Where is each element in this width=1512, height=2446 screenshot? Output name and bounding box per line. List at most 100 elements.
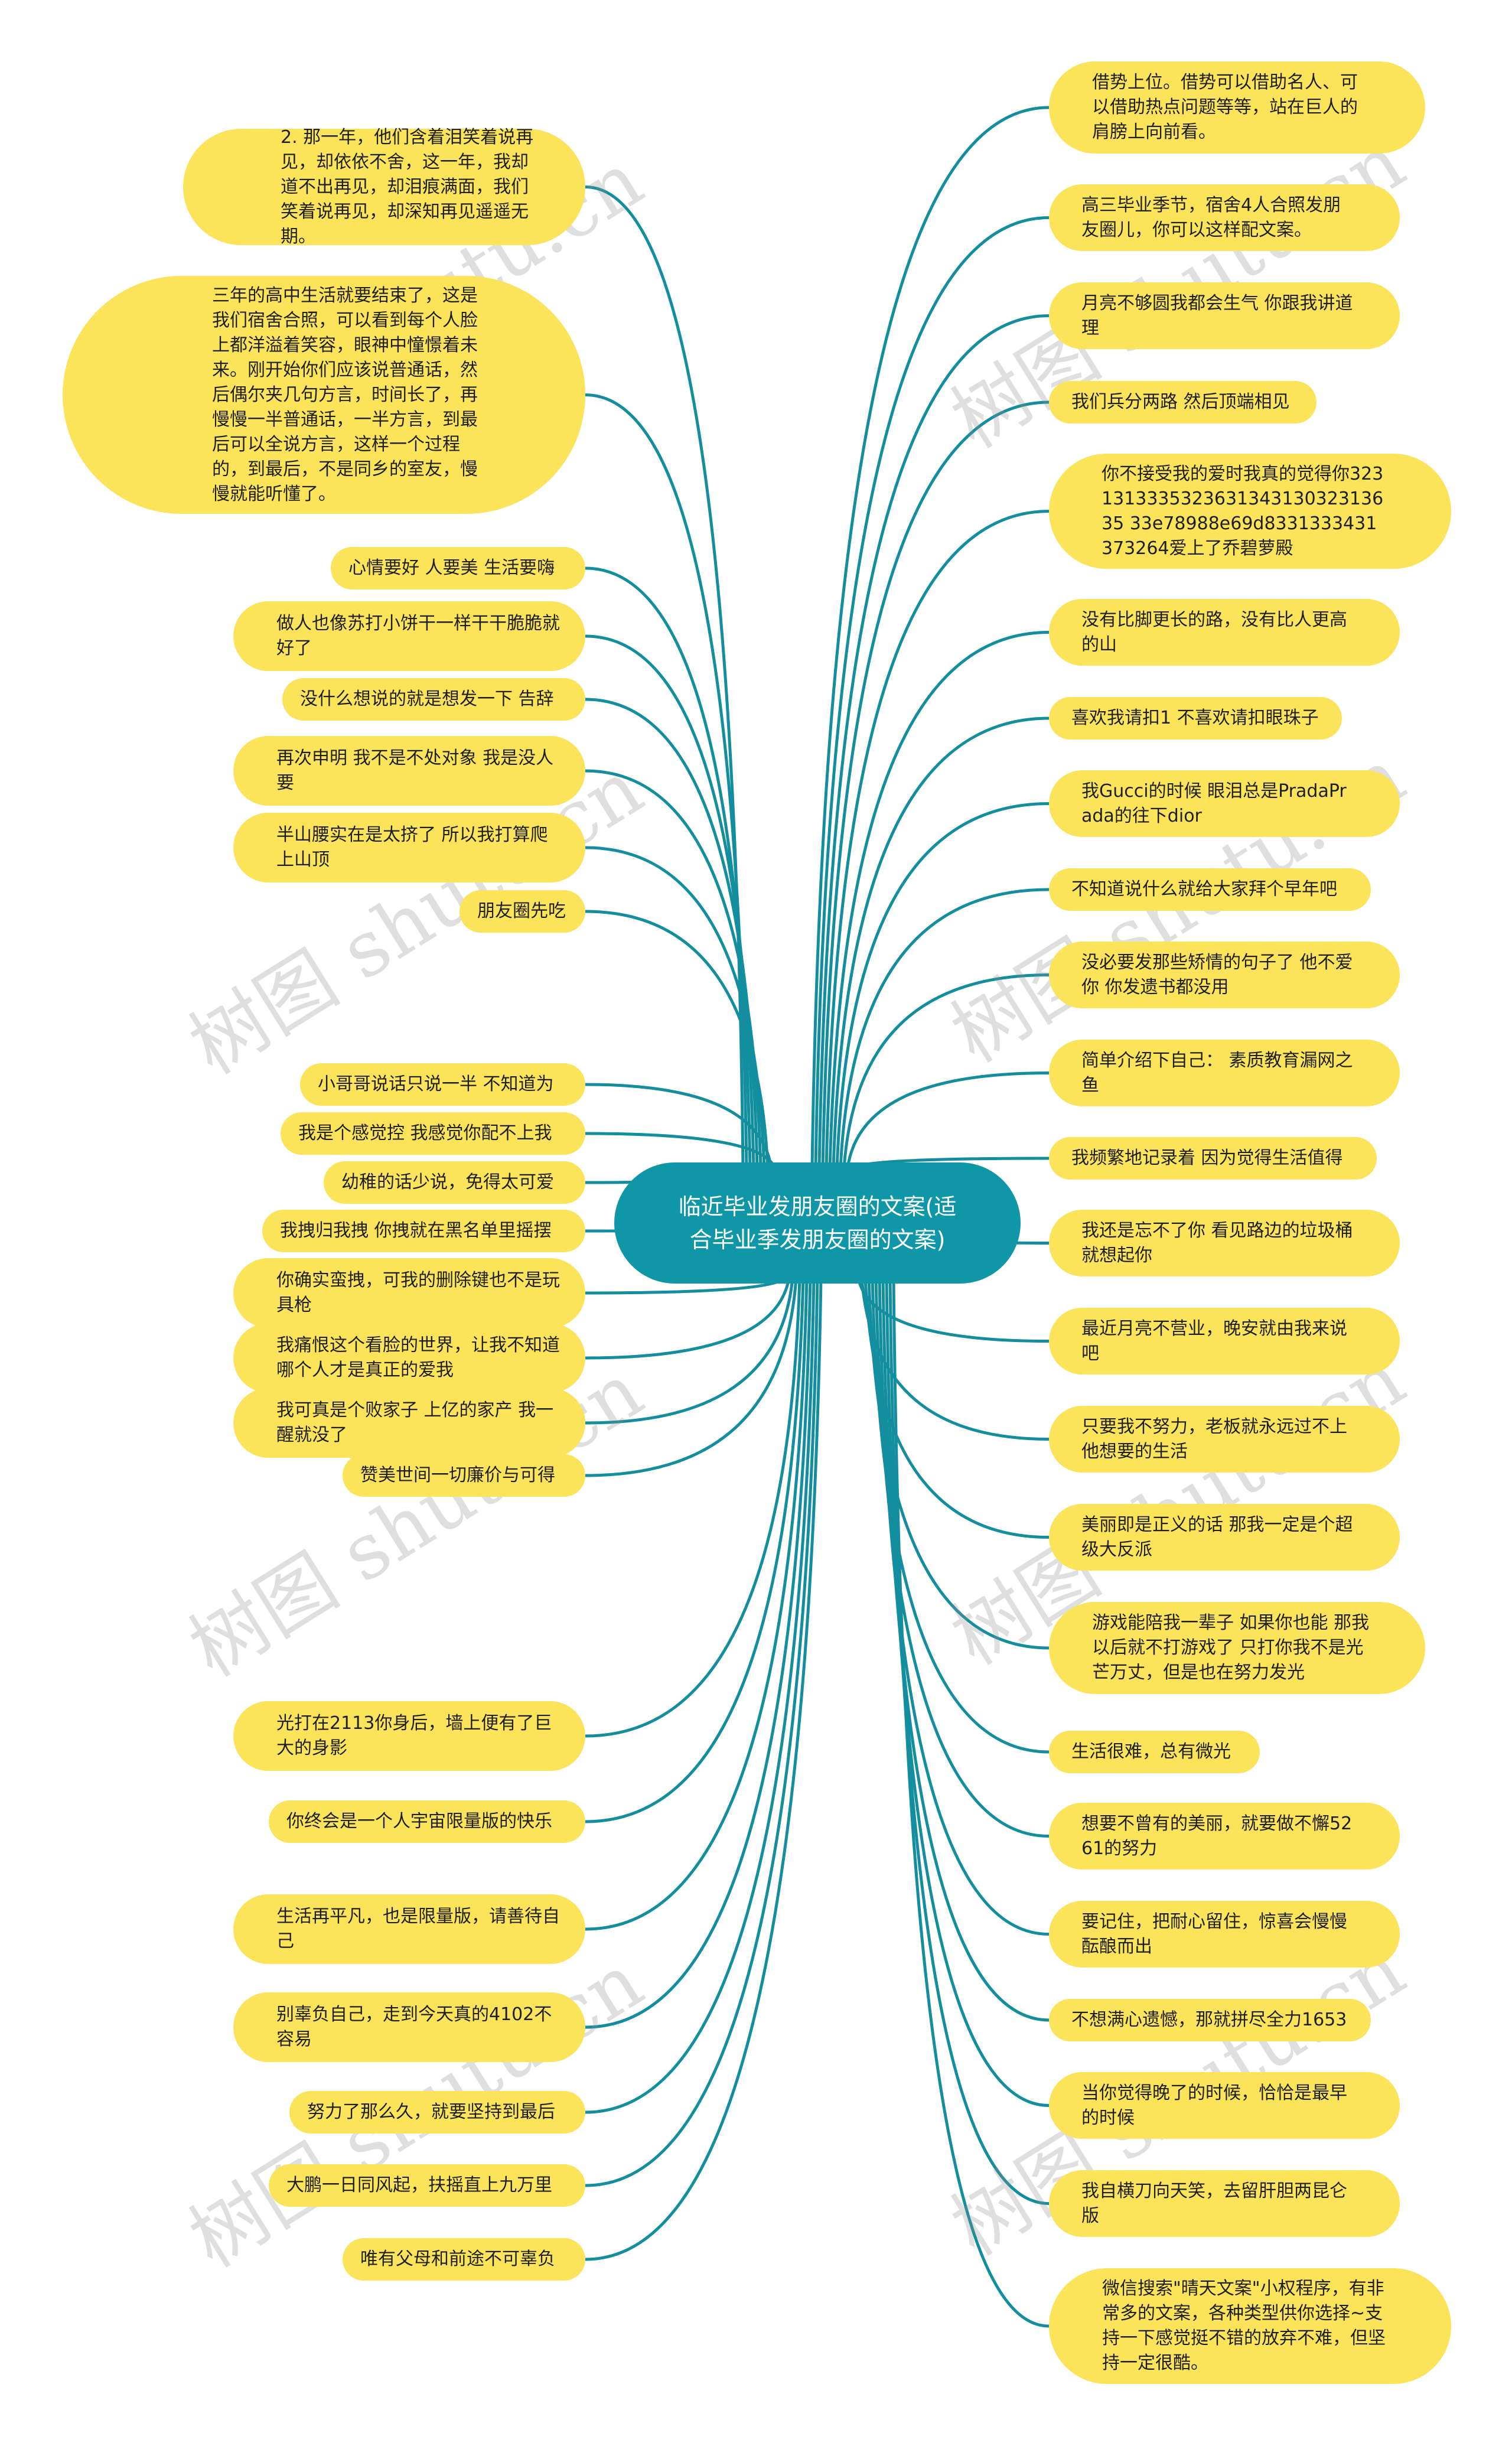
topic-text: 我可真是个败家子 上亿的家产 我一醒就没了: [276, 1400, 554, 1445]
right-topic-node[interactable]: 不知道说什么就给大家拜个早年吧: [1049, 868, 1371, 911]
topic-text: 生活很难，总有微光: [1071, 1741, 1231, 1762]
topic-text: 要记住，把耐心留住，惊喜会慢慢酝酿而出: [1081, 1911, 1347, 1957]
right-topic-node[interactable]: 不想满心遗憾，那就拼尽全力1653: [1049, 1999, 1371, 2041]
topic-text: 月亮不够圆我都会生气 你跟我讲道理: [1081, 292, 1353, 338]
right-topic-node[interactable]: 微信搜索"晴天文案"小权程序，有非常多的文案，各种类型供你选择~支持一下感觉挺不…: [1049, 2268, 1451, 2384]
left-topic-node[interactable]: 赞美世间一切廉价与可得: [343, 1454, 585, 1497]
left-topic-node[interactable]: 光打在2113你身后，墙上便有了巨大的身影: [233, 1701, 585, 1771]
left-topic-node[interactable]: 小哥哥说话只说一半 不知道为: [300, 1063, 585, 1106]
right-topic-node[interactable]: 我频繁地记录着 因为觉得生活值得: [1049, 1137, 1377, 1180]
right-topic-node[interactable]: 没有比脚更长的路，没有比人更高的山: [1049, 599, 1400, 666]
left-topic-node[interactable]: 朋友圈先吃: [460, 890, 585, 933]
connector-line: [874, 1277, 1050, 1838]
topic-text: 2. 那一年，他们含着泪笑着说再见，却依依不舍，这一年，我却道不出再见，却泪痕满…: [281, 126, 534, 247]
right-topic-node[interactable]: 我还是忘不了你 看见路边的垃圾桶就想起你: [1049, 1210, 1400, 1276]
left-topic-node[interactable]: 半山腰实在是太挤了 所以我打算爬上山顶: [233, 813, 585, 882]
connector-line: [585, 1132, 777, 1170]
topic-text: 心情要好 人要美 生活要嗨: [348, 558, 555, 578]
left-topic-node[interactable]: 努力了那么久，就要坚持到最后: [289, 2091, 585, 2134]
topic-text: 只要我不努力，老板就永远过不上他想要的生活: [1081, 1416, 1347, 1462]
left-topic-node[interactable]: 我拽归我拽 你拽就在黑名单里摇摆: [262, 1210, 585, 1252]
left-topic-node[interactable]: 没什么想说的就是想发一下 告辞: [282, 678, 585, 721]
right-topic-node[interactable]: 当你觉得晚了的时候，恰恰是最早的时候: [1049, 2072, 1400, 2139]
right-topic-node[interactable]: 没必要发那些矫情的句子了 他不爱你 你发遗书都没用: [1049, 942, 1400, 1008]
connector-line: [892, 1277, 1050, 2328]
left-topic-node[interactable]: 你终会是一个人宇宙限量版的快乐: [269, 1800, 585, 1843]
right-topic-node[interactable]: 要记住，把耐心留住，惊喜会慢慢酝酿而出: [1049, 1901, 1400, 1968]
connector-line: [817, 314, 1050, 1169]
left-topic-node[interactable]: 再次申明 我不是不处对象 我是没人要: [233, 736, 585, 806]
right-topic-node[interactable]: 美丽即是正义的话 那我一定是个超级大反派: [1049, 1504, 1400, 1571]
connector-line: [878, 1277, 1050, 1936]
topic-text: 我还是忘不了你 看见路边的垃圾桶就想起你: [1081, 1220, 1353, 1266]
left-topic-node[interactable]: 生活再平凡，也是限量版，请善待自己: [233, 1894, 585, 1964]
connector-line: [585, 634, 755, 1169]
connector-line: [585, 1277, 819, 2187]
left-topic-node[interactable]: 我痛恨这个看脸的世界，让我不知道哪个人才是真正的爱我: [233, 1323, 585, 1393]
left-topic-node[interactable]: 唯有父母和前途不可辜负: [343, 2238, 585, 2281]
left-topic-node[interactable]: 幼稚的话少说，免得太可爱: [324, 1161, 585, 1204]
connector-line: [585, 1277, 794, 1425]
left-topic-node[interactable]: 大鹏一日同风起，扶摇直上九万里: [269, 2164, 585, 2207]
topic-text: 喜欢我请扣1 不喜欢请扣眼珠子: [1071, 708, 1319, 728]
topic-text: 赞美世间一切廉价与可得: [360, 1465, 555, 1486]
topic-text: 我Gucci的时候 眼泪总是PradaPrada的往下dior: [1081, 780, 1347, 826]
topic-text: 你终会是一个人宇宙限量版的快乐: [286, 1811, 552, 1832]
topic-text: 没什么想说的就是想发一下 告辞: [300, 689, 554, 709]
connector-line: [825, 510, 1050, 1169]
topic-text: 最近月亮不营业，晚安就由我来说吧: [1081, 1318, 1347, 1364]
right-topic-node[interactable]: 我Gucci的时候 眼泪总是PradaPrada的往下dior: [1049, 770, 1400, 837]
right-topic-node[interactable]: 想要不曾有的美丽，就要做不懈5261的努力: [1049, 1803, 1400, 1869]
topic-text: 我们兵分两路 然后顶端相见: [1071, 392, 1290, 412]
right-topic-node[interactable]: 最近月亮不营业，晚安就由我来说吧: [1049, 1308, 1400, 1375]
right-topic-node[interactable]: 游戏能陪我一辈子 如果你也能 那我以后就不打游戏了 只打你我不是光芒万丈，但是也…: [1049, 1602, 1425, 1694]
right-topic-node[interactable]: 喜欢我请扣1 不喜欢请扣眼珠子: [1049, 697, 1342, 740]
right-topic-node[interactable]: 月亮不够圆我都会生气 你跟我讲道理: [1049, 282, 1400, 349]
connector-line: [810, 106, 1050, 1169]
topic-text: 当你觉得晚了的时候，恰恰是最早的时候: [1081, 2082, 1347, 2128]
right-topic-node[interactable]: 借势上位。借势可以借助名人、可以借助热点问题等等，站在巨人的肩膀上向前看。: [1049, 61, 1425, 154]
connector-line: [835, 802, 1050, 1169]
topic-text: 努力了那么久，就要坚持到最后: [307, 2102, 555, 2122]
connector-line: [585, 1277, 791, 1360]
topic-text: 美丽即是正义的话 那我一定是个超级大反派: [1081, 1514, 1353, 1560]
topic-text: 别辜负自己，走到今天真的4102不容易: [276, 2004, 552, 2050]
topic-text: 生活再平凡，也是限量版，请善待自己: [276, 1906, 560, 1952]
right-topic-node[interactable]: 我自横刀向天笑，去留肝胆两昆仑版: [1049, 2170, 1400, 2237]
central-topic-node[interactable]: 临近毕业发朋友圈的文案(适合毕业季发朋友圈的文案): [614, 1162, 1021, 1284]
left-topic-node[interactable]: 我是个感觉控 我感觉你配不上我: [281, 1112, 585, 1155]
connector-line: [814, 216, 1050, 1169]
topic-text: 你确实蛮拽，可我的删除键也不是玩具枪: [276, 1270, 560, 1315]
connector-line: [585, 1083, 773, 1169]
connector-line: [839, 888, 1050, 1169]
right-topic-node[interactable]: 我们兵分两路 然后顶端相见: [1049, 381, 1317, 424]
connector-line: [585, 1277, 823, 2261]
topic-text: 你不接受我的爱时我真的觉得你32313133353236313431303231…: [1102, 463, 1384, 559]
right-topic-node[interactable]: 生活很难，总有微光: [1049, 1731, 1260, 1773]
left-topic-node[interactable]: 2. 那一年，他们含着泪笑着说再见，却依依不舍，这一年，我却道不出再见，却泪痕满…: [183, 127, 585, 247]
right-topic-node[interactable]: 你不接受我的爱时我真的觉得你32313133353236313431303231…: [1049, 454, 1451, 569]
topic-text: 我是个感觉控 我感觉你配不上我: [298, 1123, 552, 1144]
connector-line: [881, 1277, 1050, 2022]
topic-text: 不知道说什么就给大家拜个早年吧: [1071, 879, 1337, 900]
topic-text: 简单介绍下自己： 素质教育漏网之鱼: [1081, 1050, 1353, 1096]
right-topic-node[interactable]: 高三毕业季节，宿舍4人合照发朋友圈儿，你可以这样配文案。: [1049, 184, 1400, 251]
topic-text: 唯有父母和前途不可辜负: [360, 2249, 555, 2269]
connector-line: [585, 1277, 801, 1738]
left-topic-node[interactable]: 三年的高中生活就要结束了，这是我们宿舍合照，可以看到每个人脸上都洋溢着笑容，眼神…: [63, 276, 585, 514]
left-topic-node[interactable]: 做人也像苏打小饼干一样干干脆脆就好了: [233, 601, 585, 671]
left-topic-node[interactable]: 我可真是个败家子 上亿的家产 我一醒就没了: [233, 1388, 585, 1458]
left-topic-node[interactable]: 你确实蛮拽，可我的删除键也不是玩具枪: [233, 1258, 585, 1328]
topic-text: 大鹏一日同风起，扶摇直上九万里: [286, 2175, 552, 2196]
topic-text: 没必要发那些矫情的句子了 他不爱你 你发遗书都没用: [1081, 952, 1353, 998]
right-topic-node[interactable]: 简单介绍下自己： 素质教育漏网之鱼: [1049, 1040, 1400, 1106]
right-topic-node[interactable]: 只要我不努力，老板就永远过不上他想要的生活: [1049, 1406, 1400, 1473]
left-topic-node[interactable]: 心情要好 人要美 生活要嗨: [331, 547, 585, 589]
connector-line: [585, 1277, 809, 1931]
left-topic-node[interactable]: 别辜负自己，走到今天真的4102不容易: [233, 1992, 585, 2062]
topic-text: 借势上位。借势可以借助名人、可以借助热点问题等等，站在巨人的肩膀上向前看。: [1092, 72, 1358, 142]
topic-text: 没有比脚更长的路，没有比人更高的山: [1081, 609, 1347, 655]
topic-text: 三年的高中生活就要结束了，这是我们宿舍合照，可以看到每个人脸上都洋溢着笑容，眼神…: [212, 285, 478, 504]
